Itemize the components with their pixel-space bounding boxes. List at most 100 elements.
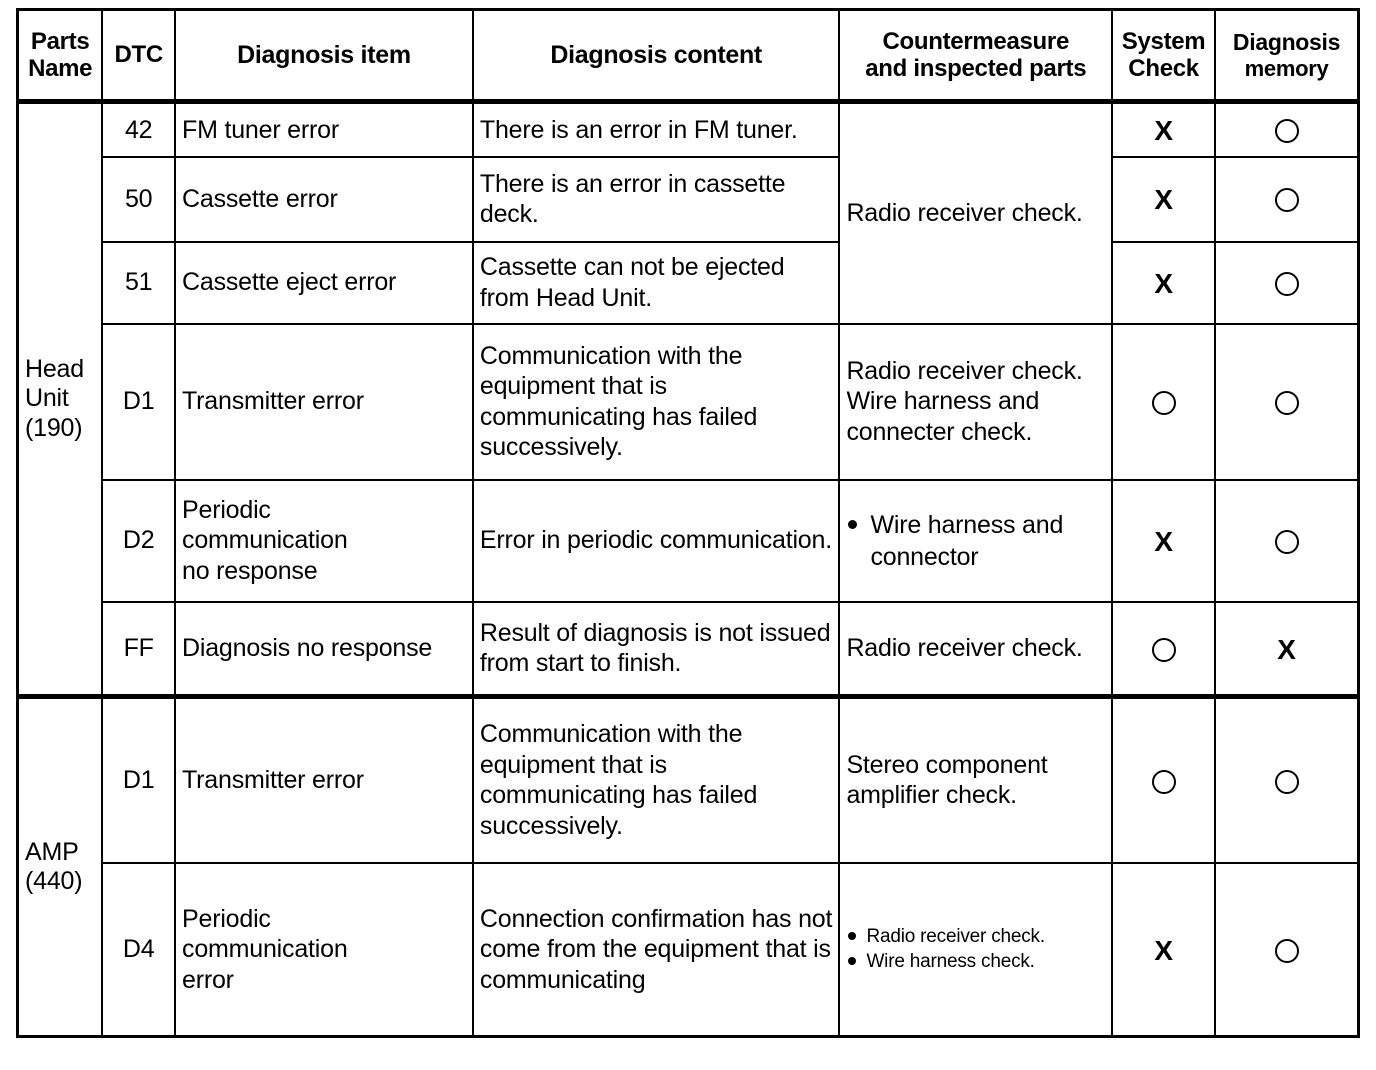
circle-mark-icon bbox=[1274, 390, 1299, 415]
dtc-diagnosis-table: Parts Name DTC Diagnosis item Diagnosis … bbox=[16, 8, 1360, 1038]
parts-name-line: Unit bbox=[25, 384, 69, 413]
diagnosis-item-cell-line: communication bbox=[182, 935, 348, 963]
diagnosis-memory-cell bbox=[1214, 861, 1360, 1038]
header-parts-name-line2: Name bbox=[28, 55, 93, 82]
circle-mark-icon bbox=[1274, 119, 1299, 144]
diagnosis-item-cell: Cassette error bbox=[174, 155, 474, 243]
countermeasure-cell: Radio receiver check. bbox=[838, 99, 1114, 325]
countermeasure-cell-line: connecter check. bbox=[846, 417, 1033, 446]
header-parts-name-line1: Parts bbox=[30, 27, 90, 55]
countermeasure-cell: Wire harness and connector bbox=[838, 478, 1114, 603]
dtc-code-cell: D1 bbox=[101, 322, 177, 481]
countermeasure-cell-line: Wire harness and bbox=[846, 387, 1040, 416]
diagnosis-item-cell-line: error bbox=[182, 965, 234, 994]
dtc-code-cell: D2 bbox=[101, 478, 177, 603]
system-check-cell bbox=[1111, 600, 1217, 698]
countermeasure-cell: Radio receiver check.Wire harness check. bbox=[838, 861, 1114, 1038]
diagnosis-content-cell: Communication with the equipment that is… bbox=[471, 694, 841, 864]
table-header: Parts Name DTC Diagnosis item Diagnosis … bbox=[16, 8, 1360, 103]
circle-mark-icon bbox=[1274, 769, 1299, 794]
diagnosis-content-cell: Cassette can not be ejected from Head Un… bbox=[471, 240, 841, 325]
cross-mark-icon: X bbox=[1277, 633, 1296, 665]
circle-mark-icon bbox=[1151, 390, 1176, 415]
countermeasure-bullet-item: Wire harness and connector bbox=[846, 509, 1105, 573]
diagnosis-memory-cell bbox=[1214, 155, 1360, 243]
dtc-code-cell: 51 bbox=[101, 240, 177, 325]
circle-mark-icon bbox=[1151, 637, 1176, 662]
header-diagnosis-item: Diagnosis item bbox=[174, 8, 474, 103]
dtc-code-cell: D1 bbox=[101, 694, 177, 864]
system-check-cell: X bbox=[1111, 155, 1217, 243]
cross-mark-icon: X bbox=[1154, 115, 1173, 147]
diagnosis-item-cell: Transmitter error bbox=[174, 322, 474, 481]
header-system-check: System Check bbox=[1111, 8, 1217, 103]
header-parts-name: Parts Name bbox=[16, 8, 104, 103]
circle-mark-icon bbox=[1274, 938, 1299, 963]
diagnosis-memory-cell bbox=[1214, 99, 1360, 158]
diagnosis-content-cell: There is an error in FM tuner. bbox=[471, 99, 841, 158]
diagnosis-item-cell-line: Periodic bbox=[182, 904, 271, 933]
header-diagnosis-memory-line2: memory bbox=[1244, 56, 1329, 81]
diagnosis-memory-cell bbox=[1214, 694, 1360, 864]
header-countermeasure: Countermeasure and inspected parts bbox=[838, 8, 1114, 103]
parts-name-line: (190) bbox=[25, 413, 83, 442]
diagnosis-item-cell: Diagnosis no response bbox=[174, 600, 474, 698]
countermeasure-cell: Stereo component amplifier check. bbox=[838, 694, 1114, 864]
diagnosis-item-cell-line: communication bbox=[182, 526, 348, 555]
diagnosis-memory-cell bbox=[1214, 322, 1360, 481]
diagnosis-content-cell: Communication with the equipment that is… bbox=[471, 322, 841, 481]
parts-name-cell: AMP(440) bbox=[16, 694, 104, 1038]
parts-name-line: Head bbox=[25, 354, 84, 383]
countermeasure-bullet-item: Wire harness check. bbox=[846, 949, 1105, 975]
dtc-code-cell: FF bbox=[101, 600, 177, 698]
diagnosis-content-cell: Result of diagnosis is not issued from s… bbox=[471, 600, 841, 698]
cross-mark-icon: X bbox=[1154, 934, 1173, 966]
diagnosis-content-cell: Error in periodic communication. bbox=[471, 478, 841, 603]
circle-mark-icon bbox=[1274, 529, 1299, 554]
diagnosis-item-cell-line: no response bbox=[182, 556, 318, 585]
dtc-code-cell: 50 bbox=[101, 155, 177, 243]
header-diagnosis-memory: Diagnosis memory bbox=[1214, 8, 1360, 103]
header-system-check-line2: Check bbox=[1128, 55, 1199, 82]
cross-mark-icon: X bbox=[1154, 267, 1173, 299]
header-countermeasure-line1: Countermeasure bbox=[882, 27, 1070, 55]
system-check-cell bbox=[1111, 322, 1217, 481]
countermeasure-bullet-list: Radio receiver check.Wire harness check. bbox=[846, 924, 1105, 975]
diagnosis-memory-cell bbox=[1214, 240, 1360, 325]
system-check-cell: X bbox=[1111, 99, 1217, 158]
header-countermeasure-line2: and inspected parts bbox=[865, 55, 1087, 82]
diagnosis-item-cell-line: Periodic bbox=[182, 495, 271, 524]
diagnosis-item-cell: FM tuner error bbox=[174, 99, 474, 158]
system-check-cell: X bbox=[1111, 861, 1217, 1038]
header-diagnosis-content: Diagnosis content bbox=[471, 8, 841, 103]
header-row: Parts Name DTC Diagnosis item Diagnosis … bbox=[16, 8, 1360, 103]
cross-mark-icon: X bbox=[1154, 525, 1173, 557]
countermeasure-cell: Radio receiver check. bbox=[838, 600, 1114, 698]
system-check-cell bbox=[1111, 694, 1217, 864]
diagnosis-content-cell: There is an error in cassette deck. bbox=[471, 155, 841, 243]
system-check-cell: X bbox=[1111, 478, 1217, 603]
diagnosis-memory-cell bbox=[1214, 478, 1360, 603]
circle-mark-icon bbox=[1151, 769, 1176, 794]
dtc-code-cell: D4 bbox=[101, 861, 177, 1038]
diagnosis-memory-cell: X bbox=[1214, 600, 1360, 698]
header-diagnosis-memory-line1: Diagnosis bbox=[1232, 28, 1341, 55]
diagnosis-content-cell: Connection confirmation has not come fro… bbox=[471, 861, 841, 1038]
diagnosis-item-cell: Cassette eject error bbox=[174, 240, 474, 325]
dtc-code-cell: 42 bbox=[101, 99, 177, 158]
parts-name-line: AMP bbox=[25, 837, 79, 866]
system-check-cell: X bbox=[1111, 240, 1217, 325]
